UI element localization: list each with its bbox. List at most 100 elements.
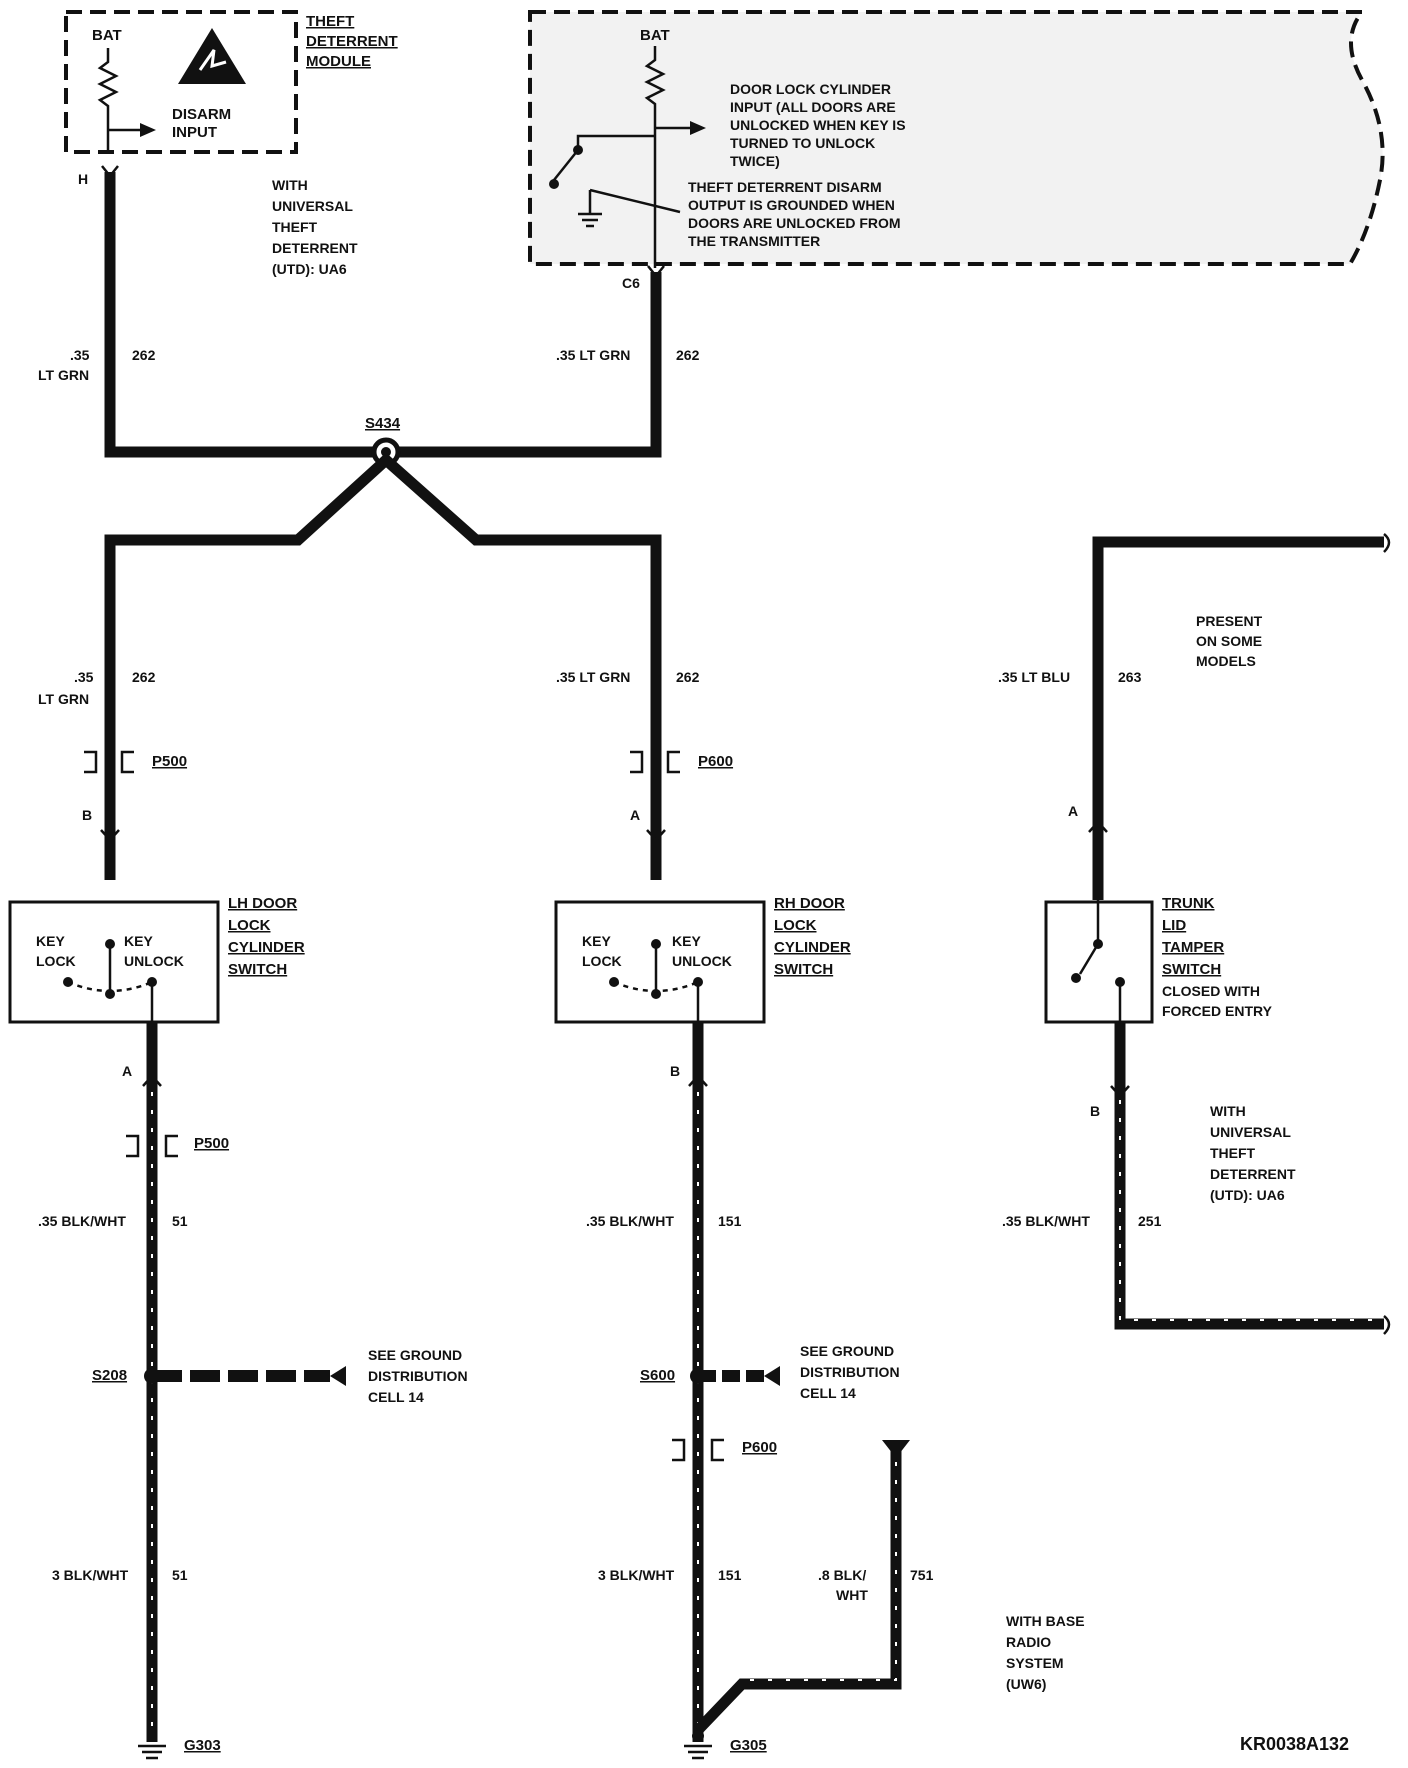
svg-text:.35 LT GRN: .35 LT GRN: [556, 347, 630, 363]
svg-text:SEE GROUND: SEE GROUND: [800, 1343, 894, 1359]
terminal-trunk-top: [1088, 820, 1108, 833]
pin-rh-low: B: [670, 1063, 680, 1079]
see-ground-note-left: SEE GROUND DISTRIBUTION CELL 14: [368, 1347, 468, 1405]
svg-text:51: 51: [172, 1567, 188, 1583]
svg-text:P600: P600: [698, 753, 733, 770]
wire-label-left-top: .35 LT GRN 262: [38, 347, 156, 383]
svg-text:LOCK: LOCK: [228, 917, 271, 934]
splice-s208-label: S208: [92, 1367, 127, 1384]
svg-text:WITH: WITH: [272, 177, 308, 193]
svg-text:CYLINDER: CYLINDER: [228, 939, 305, 956]
svg-text:262: 262: [676, 669, 700, 685]
svg-text:SWITCH: SWITCH: [1162, 961, 1221, 978]
svg-text:262: 262: [676, 347, 700, 363]
trunk-lid-tamper-switch: TRUNK LID TAMPER SWITCH CLOSED WITH FORC…: [1044, 895, 1273, 1024]
door-lock-module: BAT DOOR LOCK CYLINDER INPUT (ALL DOORS …: [528, 10, 1385, 268]
svg-text:LID: LID: [1162, 917, 1186, 934]
see-ground-note-right: SEE GROUND DISTRIBUTION CELL 14: [800, 1343, 900, 1401]
wire-label-radio: .8 BLK/ WHT 751: [818, 1567, 934, 1603]
svg-text:.35 LT GRN: .35 LT GRN: [556, 669, 630, 685]
theft-module-title-3: MODULE: [306, 53, 371, 70]
svg-text:INPUT (ALL DOORS ARE: INPUT (ALL DOORS ARE: [730, 99, 896, 115]
door-module-bat: BAT: [640, 27, 670, 44]
svg-text:151: 151: [718, 1567, 742, 1583]
svg-text:KEY: KEY: [582, 933, 611, 949]
terminal-lh-top: [100, 829, 120, 842]
svg-text:WITH: WITH: [1210, 1103, 1246, 1119]
svg-text:.35 LT BLU: .35 LT BLU: [998, 669, 1070, 685]
svg-text:P500: P500: [152, 753, 187, 770]
svg-text:LT GRN: LT GRN: [38, 367, 89, 383]
svg-text:DISTRIBUTION: DISTRIBUTION: [368, 1368, 468, 1384]
svg-text:FORCED ENTRY: FORCED ENTRY: [1162, 1003, 1273, 1019]
wire-continues-icon-2: [1383, 1315, 1391, 1335]
svg-text:TRUNK: TRUNK: [1162, 895, 1215, 912]
svg-text:SYSTEM: SYSTEM: [1006, 1655, 1064, 1671]
svg-text:THEFT: THEFT: [1210, 1145, 1256, 1161]
wire-label-right-low1: .35 BLK/WHT 151: [586, 1213, 742, 1229]
svg-text:UNIVERSAL: UNIVERSAL: [1210, 1124, 1291, 1140]
svg-text:3 BLK/WHT: 3 BLK/WHT: [52, 1567, 129, 1583]
wire-label-trunk-top: .35 LT BLU 263: [998, 669, 1142, 685]
theft-deterrent-module: BAT DISARM INPUT THEFT DETERRENT MODULE: [64, 10, 398, 154]
svg-text:151: 151: [718, 1213, 742, 1229]
svg-text:OUTPUT IS GROUNDED WHEN: OUTPUT IS GROUNDED WHEN: [688, 197, 895, 213]
svg-text:MODELS: MODELS: [1196, 653, 1256, 669]
ground-g305-label: G305: [730, 1737, 767, 1754]
svg-text:LT GRN: LT GRN: [38, 691, 89, 707]
svg-text:.35 BLK/WHT: .35 BLK/WHT: [38, 1213, 126, 1229]
svg-text:KEY: KEY: [124, 933, 153, 949]
pin-h: H: [78, 171, 88, 187]
disarm-input-label-2: INPUT: [172, 124, 217, 141]
svg-text:LH DOOR: LH DOOR: [228, 895, 297, 912]
utd-note-top: WITH UNIVERSAL THEFT DETERRENT (UTD): UA…: [272, 177, 358, 277]
pin-lh-top: B: [82, 807, 92, 823]
connector-p600-low: P600: [672, 1438, 777, 1462]
wire-label-left-low2: 3 BLK/WHT 51: [52, 1567, 188, 1583]
svg-text:251: 251: [1138, 1213, 1162, 1229]
wire-label-left-mid: .35 LT GRN 262: [38, 669, 156, 707]
svg-text:LOCK: LOCK: [36, 953, 76, 969]
svg-text:CELL 14: CELL 14: [368, 1389, 424, 1405]
splice-s434-label: S434: [365, 415, 401, 432]
wire-262-branch: [104, 452, 662, 880]
svg-text:SWITCH: SWITCH: [774, 961, 833, 978]
svg-text:TURNED TO UNLOCK: TURNED TO UNLOCK: [730, 135, 875, 151]
rh-door-lock-switch: KEY LOCK KEY UNLOCK RH DOOR LOCK CYLINDE…: [554, 895, 851, 1024]
lh-door-lock-switch: KEY LOCK KEY UNLOCK LH DOOR LOCK CYLINDE…: [8, 895, 305, 1024]
svg-text:RADIO: RADIO: [1006, 1634, 1051, 1650]
svg-text:DISTRIBUTION: DISTRIBUTION: [800, 1364, 900, 1380]
svg-text:DOOR LOCK CYLINDER: DOOR LOCK CYLINDER: [730, 81, 891, 97]
svg-text:P600: P600: [742, 1439, 777, 1456]
svg-text:CYLINDER: CYLINDER: [774, 939, 851, 956]
module-bat-label: BAT: [92, 27, 122, 44]
svg-text:WHT: WHT: [836, 1587, 868, 1603]
base-radio-note: WITH BASE RADIO SYSTEM (UW6): [1006, 1613, 1085, 1692]
disarm-output-note: THEFT DETERRENT DISARM OUTPUT IS GROUNDE…: [688, 179, 901, 249]
door-lock-input-note: DOOR LOCK CYLINDER INPUT (ALL DOORS ARE …: [730, 81, 906, 169]
svg-text:.35: .35: [70, 347, 90, 363]
connector-p500-top: P500: [84, 750, 187, 774]
wire-label-right-top: .35 LT GRN 262: [556, 347, 700, 363]
disarm-input-label-1: DISARM: [172, 106, 231, 123]
wire-label-right-mid: .35 LT GRN 262: [556, 669, 700, 685]
svg-text:LOCK: LOCK: [582, 953, 622, 969]
svg-text:.8 BLK/: .8 BLK/: [818, 1567, 866, 1583]
svg-text:UNIVERSAL: UNIVERSAL: [272, 198, 353, 214]
svg-text:UNLOCK: UNLOCK: [672, 953, 732, 969]
svg-text:UNLOCKED WHEN KEY IS: UNLOCKED WHEN KEY IS: [730, 117, 906, 133]
svg-text:TWICE): TWICE): [730, 153, 780, 169]
utd-note-bottom: WITH UNIVERSAL THEFT DETERRENT (UTD): UA…: [1210, 1103, 1296, 1203]
svg-text:ON SOME: ON SOME: [1196, 633, 1262, 649]
svg-text:SEE GROUND: SEE GROUND: [368, 1347, 462, 1363]
splice-s600-label: S600: [640, 1367, 675, 1384]
svg-text:CLOSED WITH: CLOSED WITH: [1162, 983, 1260, 999]
ground-g303-icon: [138, 1744, 166, 1760]
svg-text:THEFT: THEFT: [272, 219, 318, 235]
present-note: PRESENT ON SOME MODELS: [1196, 613, 1263, 669]
svg-text:LOCK: LOCK: [774, 917, 817, 934]
svg-text:.35 BLK/WHT: .35 BLK/WHT: [586, 1213, 674, 1229]
svg-text:DETERRENT: DETERRENT: [272, 240, 358, 256]
svg-text:PRESENT: PRESENT: [1196, 613, 1263, 629]
